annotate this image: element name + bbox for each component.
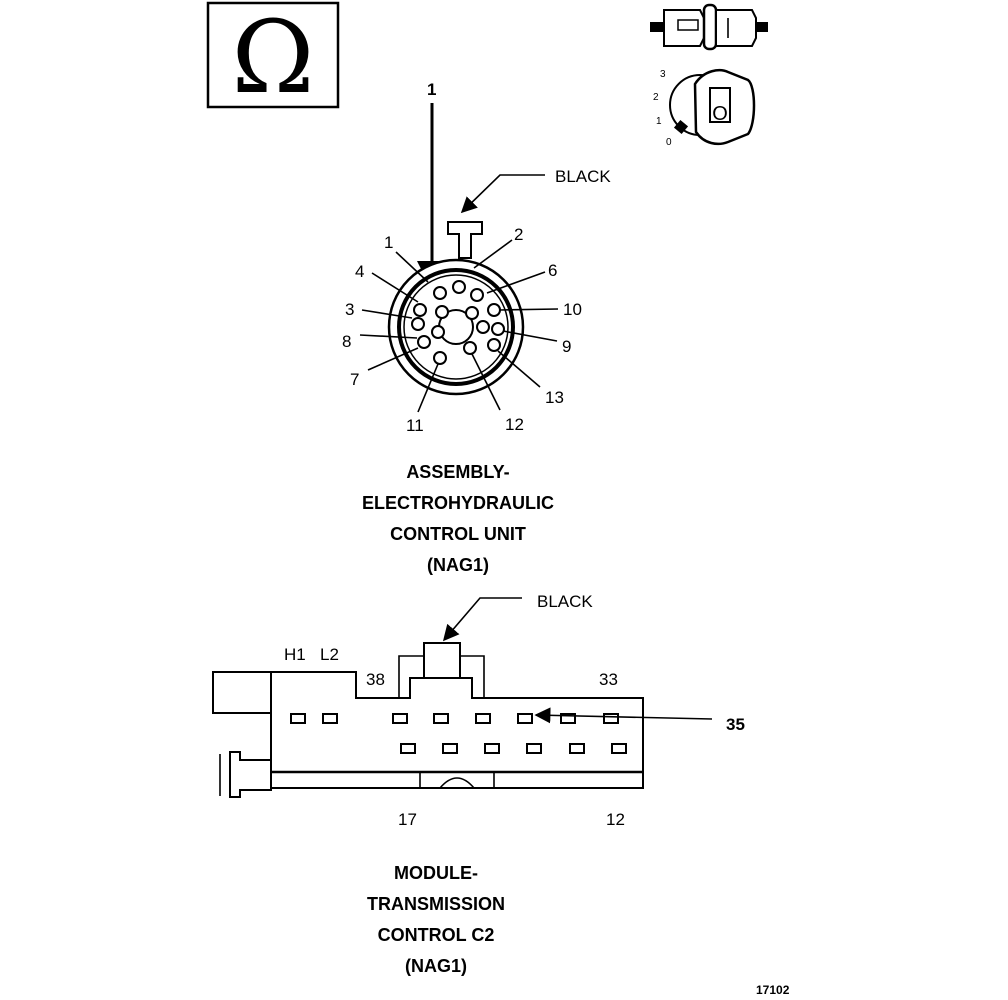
key-position-2: 2 — [653, 92, 659, 103]
connector-title-line-2: ELECTROHYDRAULIC — [362, 493, 554, 513]
pin-label-17: 17 — [398, 810, 417, 829]
pin-label-7: 7 — [350, 370, 359, 389]
module-title-line-2: TRANSMISSION — [367, 894, 505, 914]
round-connector: 1 BLACK 1 2 4 6 3 — [342, 80, 611, 575]
pin-label-38: 38 — [366, 670, 385, 689]
connector-title-line-4: (NAG1) — [427, 555, 489, 575]
color-label-black-top: BLACK — [555, 167, 611, 186]
connector-plug-icon — [650, 3, 768, 51]
module-title-line-4: (NAG1) — [405, 956, 467, 976]
pin-label-3: 3 — [345, 300, 354, 319]
key-switch-icon: 3 2 1 0 O — [653, 68, 756, 148]
module-title-line-1: MODULE- — [394, 863, 478, 883]
ohm-symbol-box: Ω — [206, 0, 340, 116]
module-title-line-3: CONTROL C2 — [378, 925, 495, 945]
pin-slots-top-row — [290, 713, 619, 724]
color-label-black-bottom: BLACK — [537, 592, 593, 611]
pin-label-13: 13 — [545, 388, 564, 407]
key-position-0: 0 — [666, 137, 672, 148]
pin-label-l2: L2 — [320, 645, 339, 664]
pin-label-33: 33 — [599, 670, 618, 689]
pin-label-4: 4 — [355, 262, 364, 281]
key-letter: O — [712, 103, 728, 125]
figure-number: 17102 — [756, 983, 790, 997]
pin-label-11: 11 — [406, 416, 424, 435]
connector-pins — [411, 280, 505, 365]
pin-label-10: 10 — [563, 300, 582, 319]
pin-label-12-bottom: 12 — [606, 810, 625, 829]
connector-title-line-1: ASSEMBLY- — [406, 462, 509, 482]
pin-label-8: 8 — [342, 332, 351, 351]
pin-label-6: 6 — [548, 261, 557, 280]
key-position-3: 3 — [660, 69, 666, 80]
connector-title-line-3: CONTROL UNIT — [390, 524, 526, 544]
pointer-label-35: 35 — [726, 715, 745, 734]
pin-label-1: 1 — [384, 233, 393, 252]
pin-label-12: 12 — [505, 415, 524, 434]
pin-label-2: 2 — [514, 225, 523, 244]
pin-label-h1: H1 — [284, 645, 306, 664]
pin-label-9: 9 — [562, 337, 571, 356]
ohm-symbol-icon: Ω — [232, 0, 315, 116]
pin-slots-bottom-row — [400, 743, 627, 754]
pointer-label-1: 1 — [427, 80, 436, 99]
module-connector: BLACK H1 L2 38 33 — [212, 592, 745, 976]
key-position-1: 1 — [656, 116, 662, 127]
